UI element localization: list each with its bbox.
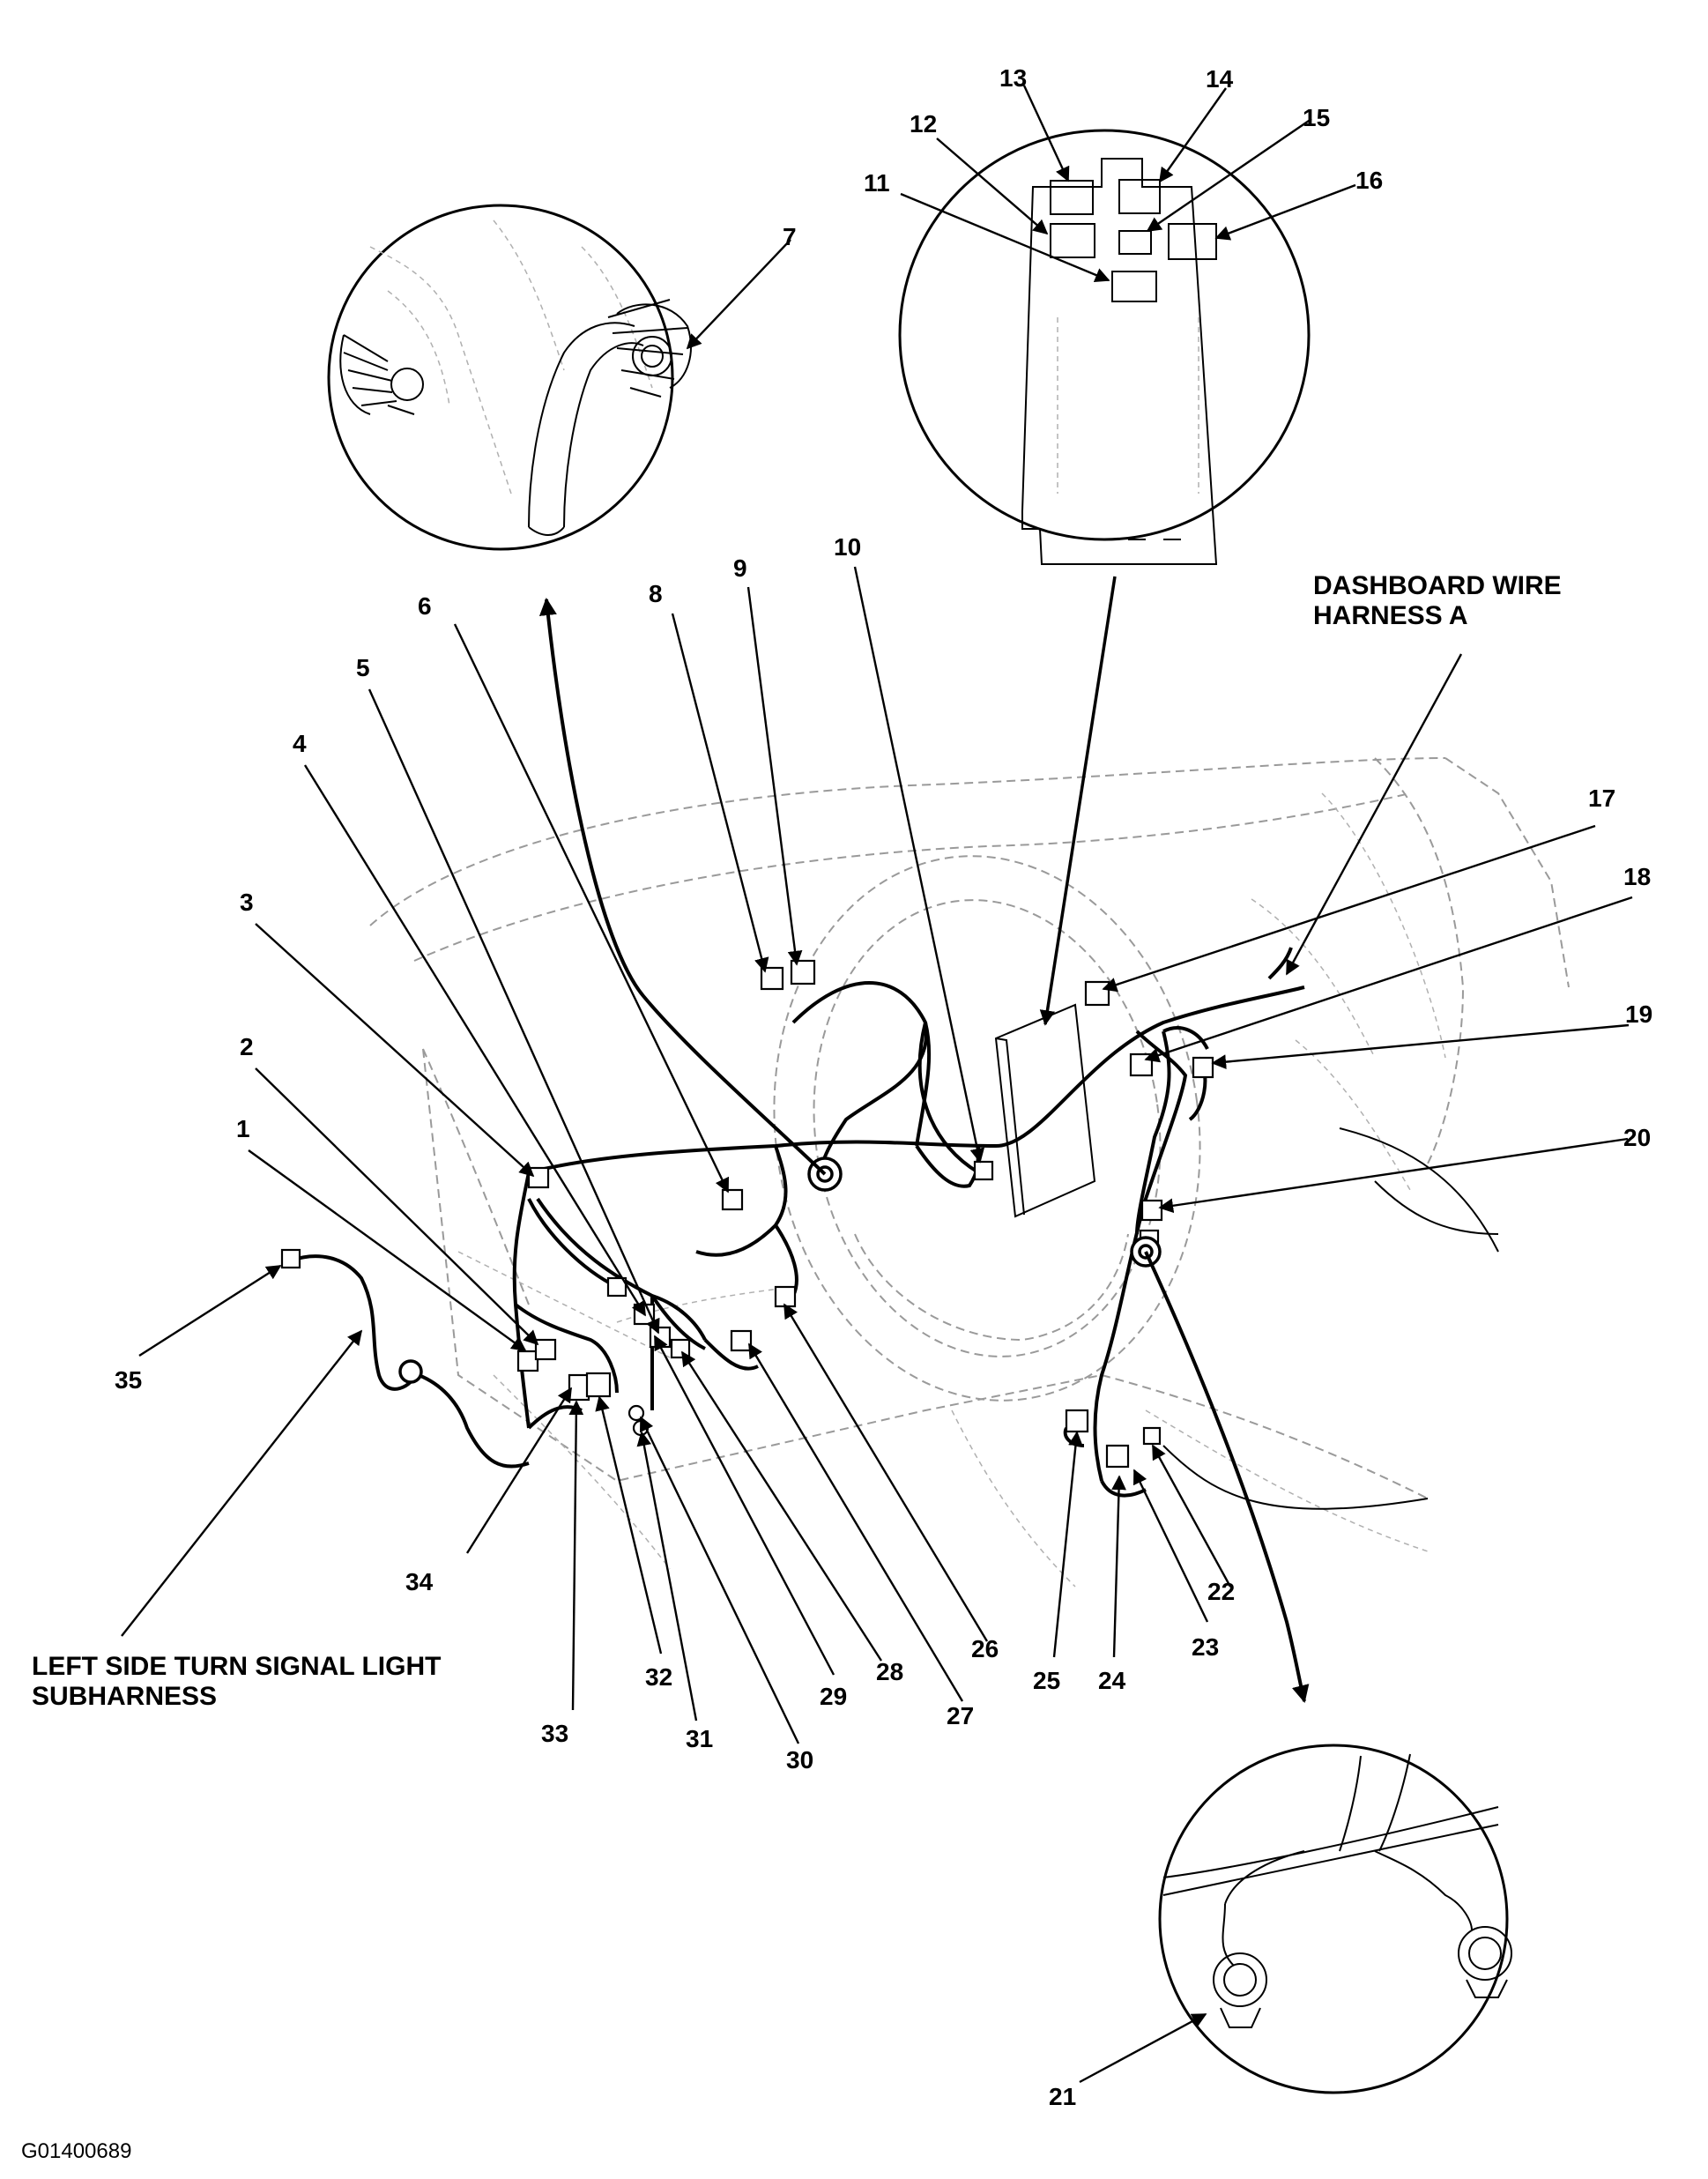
dashboard-outline (369, 757, 1570, 1588)
callout-11: 11 (864, 169, 890, 197)
callout-6: 6 (418, 592, 432, 620)
callout-22: 22 (1207, 1578, 1235, 1605)
callout-19: 19 (1625, 1000, 1652, 1028)
captions: DASHBOARD WIRE HARNESS A LEFT SIDE TURN … (21, 571, 1562, 2163)
callout-9: 9 (733, 554, 747, 582)
callout-numbers: 1 2 3 4 5 6 7 8 9 10 11 12 13 14 15 16 1… (115, 64, 1652, 2110)
leader-lines (121, 85, 1633, 2084)
callout-29: 29 (820, 1683, 847, 1710)
callout-1: 1 (236, 1115, 250, 1142)
callout-18: 18 (1623, 863, 1651, 890)
callout-33: 33 (541, 1720, 568, 1747)
callout-21: 21 (1049, 2083, 1076, 2110)
callout-12: 12 (910, 110, 937, 138)
callout-27: 27 (947, 1702, 974, 1729)
callout-31: 31 (686, 1725, 713, 1752)
callout-23: 23 (1192, 1633, 1219, 1661)
callout-13: 13 (999, 64, 1027, 92)
callout-24: 24 (1098, 1667, 1126, 1694)
connectors (280, 959, 1214, 1469)
detail-circle-bottom-right (1158, 1744, 1512, 2094)
callout-3: 3 (240, 889, 254, 916)
callout-25: 25 (1033, 1667, 1060, 1694)
callout-15: 15 (1303, 104, 1330, 131)
callout-10: 10 (834, 533, 861, 561)
control-unit-box (994, 1003, 1096, 1218)
callout-28: 28 (876, 1658, 903, 1685)
callout-32: 32 (645, 1663, 672, 1691)
detail-arrows (538, 576, 1310, 1703)
left-turn-signal-subharness (290, 1254, 530, 1469)
dashboard-harness-label-line1: DASHBOARD WIRE (1313, 571, 1562, 600)
detail-circle-fuse-box (898, 129, 1311, 565)
left-subharness-label-line2: SUBHARNESS (32, 1682, 217, 1711)
steering-wheel (773, 855, 1201, 1402)
callout-26: 26 (971, 1635, 999, 1662)
callout-7: 7 (783, 223, 797, 250)
callout-17: 17 (1588, 785, 1615, 812)
callout-14: 14 (1206, 65, 1234, 93)
callout-34: 34 (405, 1568, 434, 1595)
callout-8: 8 (649, 580, 663, 607)
detail-circle-top-left (327, 204, 692, 551)
dashboard-harness-label-line2: HARNESS A (1313, 601, 1468, 630)
callout-2: 2 (240, 1033, 254, 1060)
callout-5: 5 (356, 654, 370, 681)
callout-30: 30 (786, 1746, 813, 1774)
callout-35: 35 (115, 1366, 142, 1394)
callout-20: 20 (1623, 1124, 1651, 1151)
callout-4: 4 (293, 730, 307, 757)
figure-code: G01400689 (21, 2139, 131, 2163)
left-subharness-label-line1: LEFT SIDE TURN SIGNAL LIGHT (32, 1652, 441, 1681)
callout-16: 16 (1355, 167, 1383, 194)
